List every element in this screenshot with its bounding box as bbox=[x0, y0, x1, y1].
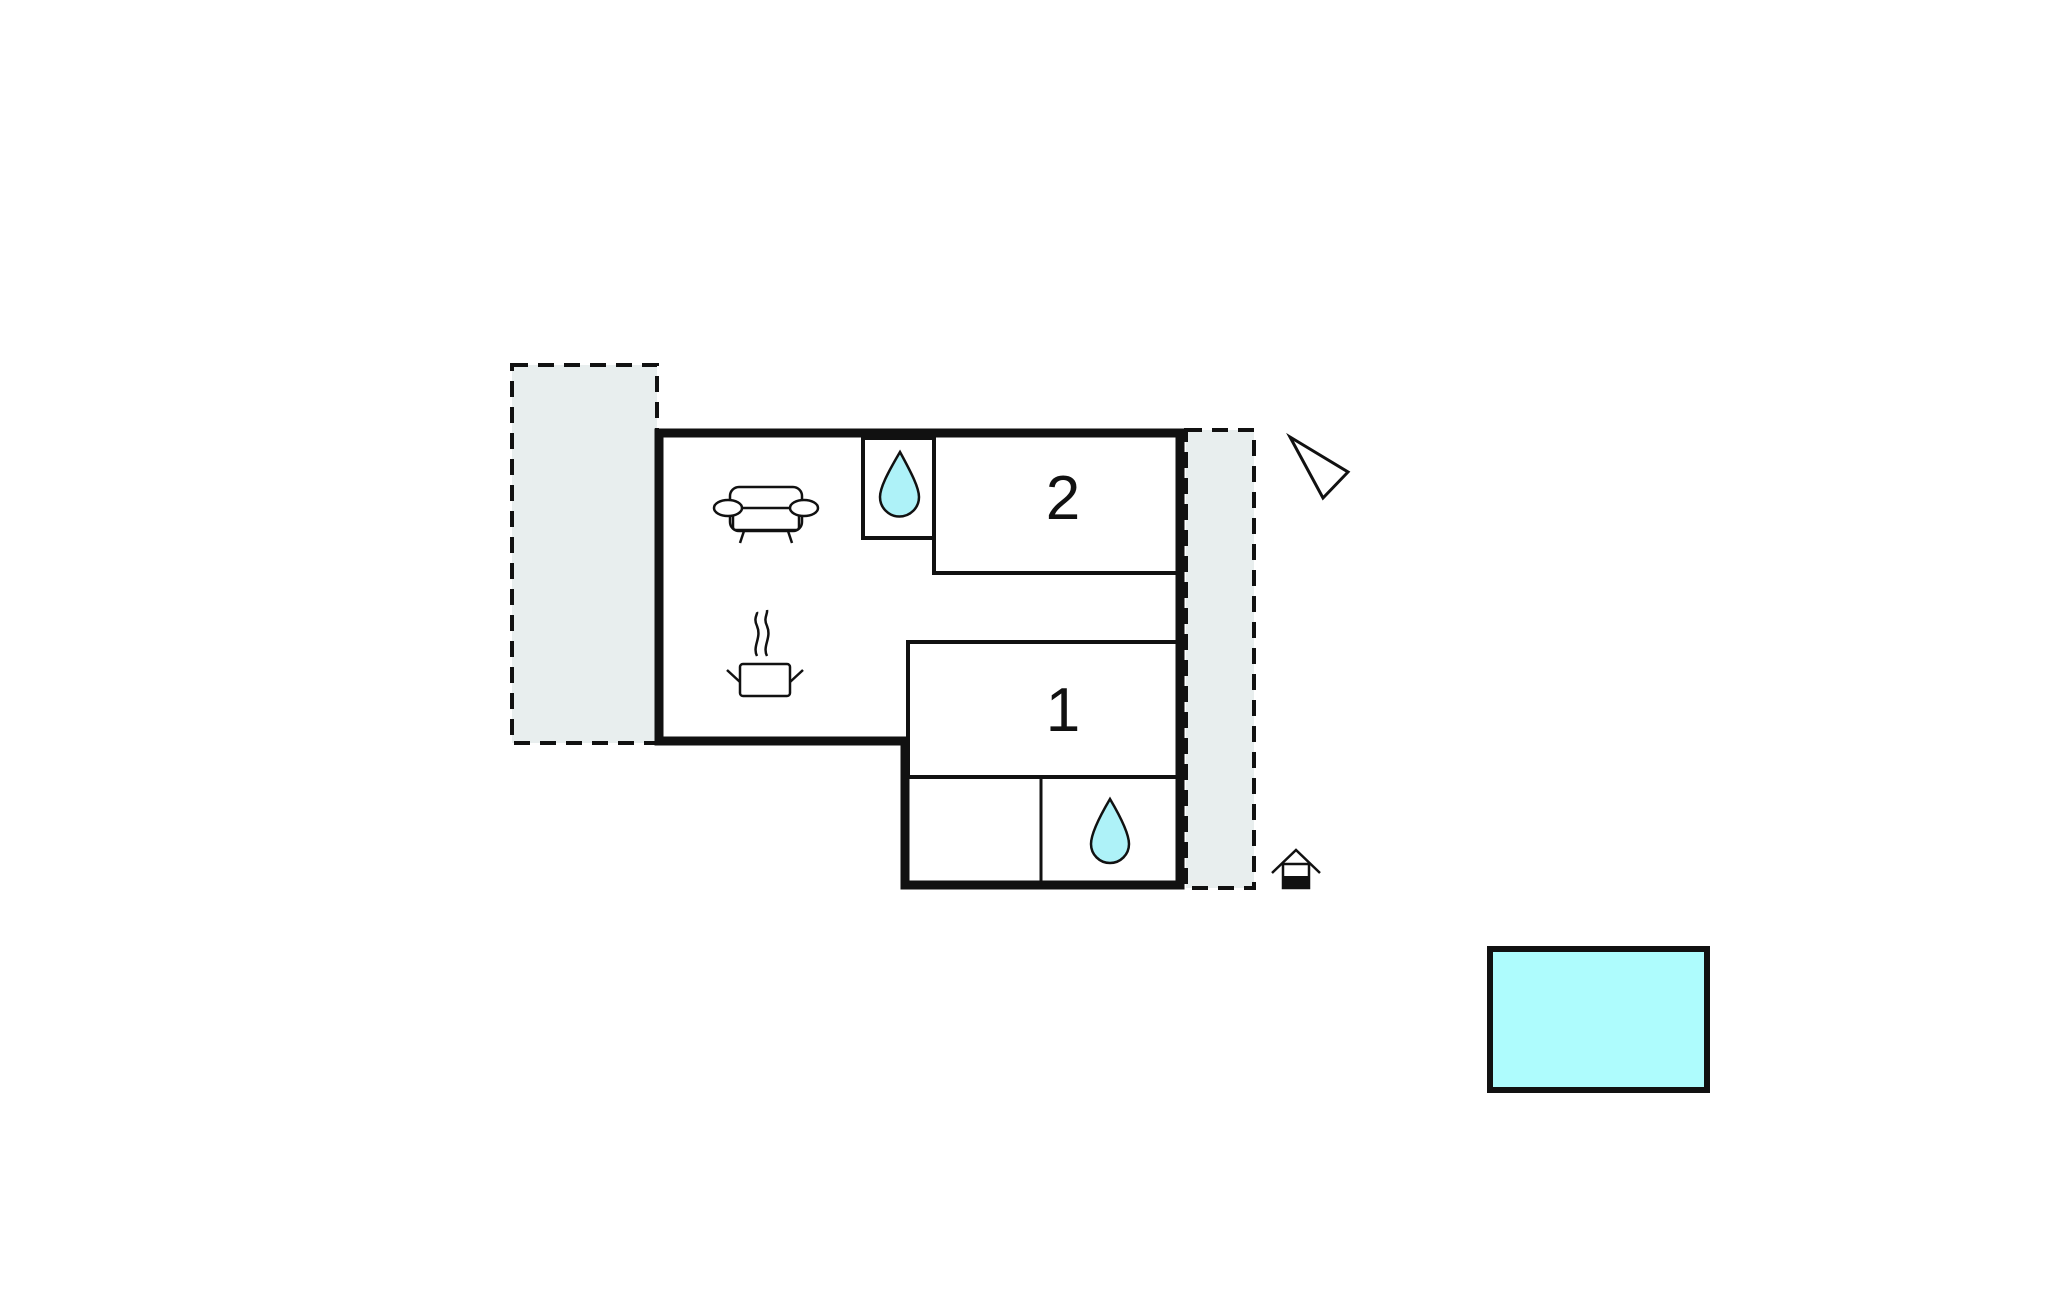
sofa-icon bbox=[712, 485, 820, 544]
bedroom-2 bbox=[932, 438, 1176, 575]
well-icon bbox=[1271, 848, 1321, 890]
terrace-left-fill bbox=[512, 365, 657, 743]
terrace-right-outline bbox=[1184, 428, 1256, 890]
room-number-2: 2 bbox=[1046, 464, 1080, 533]
north-arrow-icon bbox=[1286, 432, 1351, 501]
room-number-1: 1 bbox=[1046, 676, 1080, 745]
cooking-pot-icon bbox=[726, 609, 804, 698]
terrace-right-fill bbox=[1186, 430, 1254, 888]
water-drop-icon bbox=[878, 449, 921, 518]
water-drop-icon bbox=[1089, 796, 1131, 865]
house-outer-wall bbox=[654, 428, 1185, 890]
terrace-right bbox=[1184, 428, 1256, 890]
pool bbox=[1487, 946, 1710, 1093]
terrace-left bbox=[510, 363, 659, 745]
